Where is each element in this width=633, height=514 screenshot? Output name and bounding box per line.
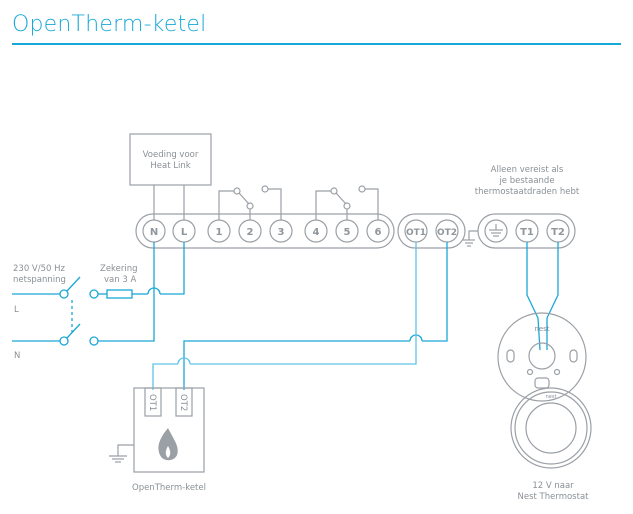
flame-icon <box>158 428 178 461</box>
mains-label-1: 230 V/50 Hz <box>13 264 66 274</box>
svg-text:L: L <box>181 227 188 238</box>
svg-text:T1: T1 <box>520 227 534 238</box>
svg-text:N: N <box>150 227 158 238</box>
nest-logo-base: nest <box>534 325 549 333</box>
svg-text:2: 2 <box>247 227 254 238</box>
terminal-OT1: OT1 <box>404 219 428 243</box>
wire-live <box>12 242 185 299</box>
terminal-T1: T1 <box>515 219 539 243</box>
power-supply-label-2: Heat Link <box>150 161 190 171</box>
boiler-terminal-OT1: OT1 <box>147 394 157 411</box>
svg-text:5: 5 <box>344 227 351 238</box>
terminal-block-main: N L 1 2 3 4 5 6 <box>135 213 395 249</box>
terminal-1: 1 <box>207 219 231 243</box>
svg-text:OT2: OT2 <box>437 228 457 238</box>
boiler-terminal-OT2: OT2 <box>178 394 188 411</box>
power-supply-label-1: Voeding voor <box>143 150 199 160</box>
wire-T2 <box>546 242 559 350</box>
neutral-label: N <box>14 351 20 361</box>
fuse-icon <box>106 289 133 299</box>
wire-T1 <box>526 242 541 351</box>
thermostat-label-2: Nest Thermostat <box>518 492 590 502</box>
page-title: OpenTherm-ketel <box>12 12 207 37</box>
wire-OT2 <box>183 242 448 390</box>
terminal-5: 5 <box>335 219 359 243</box>
terminal-3: 3 <box>269 219 293 243</box>
svg-text:4: 4 <box>313 227 320 238</box>
terminal-ground <box>484 219 508 243</box>
relay-switch-2 <box>315 185 379 220</box>
terminal-4: 4 <box>304 219 328 243</box>
relay-switch-1 <box>218 185 282 220</box>
svg-text:T2: T2 <box>551 227 565 238</box>
svg-text:3: 3 <box>278 227 285 238</box>
nest-thermostat: nest <box>510 387 592 469</box>
optional-note-3: thermostaatdraden hebt <box>475 187 580 197</box>
boiler: OT1 OT2 <box>109 387 205 473</box>
terminal-N: N <box>142 219 166 243</box>
terminal-2: 2 <box>238 219 262 243</box>
nest-logo-display: nest <box>546 394 557 400</box>
mains-label-2: netspanning <box>13 275 66 285</box>
optional-note-1: Alleen vereist als <box>491 165 564 175</box>
svg-text:OT1: OT1 <box>406 228 426 238</box>
terminal-OT2: OT2 <box>435 219 459 243</box>
wire-OT1 <box>152 242 417 390</box>
terminal-L: L <box>172 219 196 243</box>
svg-text:1: 1 <box>216 227 223 238</box>
ground-symbol-block <box>463 230 478 247</box>
nest-base-plate: nest <box>497 312 587 402</box>
terminal-T2: T2 <box>546 219 570 243</box>
power-supply-box: Voeding voor Heat Link <box>129 133 212 220</box>
title-divider <box>12 43 621 45</box>
fuse-label-2: van 3 A <box>104 275 136 285</box>
terminal-block-opentherm: OT1 OT2 <box>397 213 466 249</box>
boiler-label: OpenTherm-ketel <box>132 483 206 493</box>
fuse-label-1: Zekering <box>100 264 138 274</box>
terminal-6: 6 <box>366 219 390 243</box>
svg-text:6: 6 <box>375 227 382 238</box>
thermostat-label-1: 12 V naar <box>532 481 574 491</box>
live-label: L <box>14 305 19 315</box>
wire-neutral <box>12 242 155 346</box>
optional-note-2: je bestaande <box>498 176 554 186</box>
